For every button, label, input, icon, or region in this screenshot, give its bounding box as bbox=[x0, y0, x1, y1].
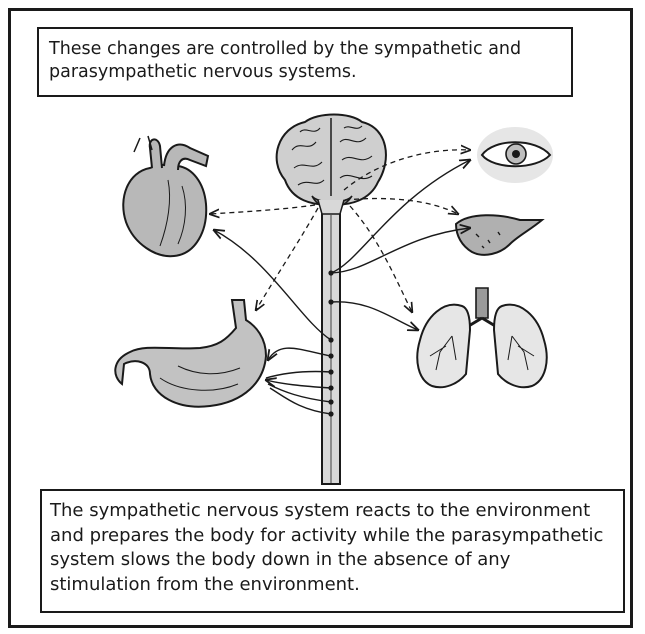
stomach bbox=[115, 300, 266, 407]
liver bbox=[456, 215, 542, 255]
eye bbox=[477, 127, 553, 183]
caption-bottom: The sympathetic nervous system reacts to… bbox=[40, 489, 625, 613]
heart bbox=[123, 136, 208, 256]
brain bbox=[277, 115, 386, 215]
lungs bbox=[417, 288, 546, 387]
caption-top: These changes are controlled by the symp… bbox=[37, 27, 573, 97]
spinal-cord bbox=[322, 200, 340, 484]
